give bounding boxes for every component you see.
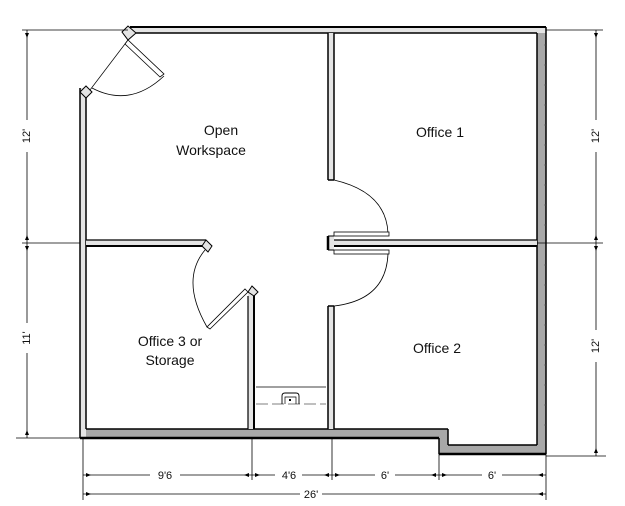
south-exterior-wall-east	[439, 445, 546, 454]
partition-office1-west-upper	[328, 33, 334, 180]
partition-workspace-office3	[86, 240, 206, 246]
entry-door	[89, 39, 165, 97]
office-2-door	[333, 249, 390, 307]
room-labels: Open Workspace Office 1 Office 2 Office …	[138, 122, 464, 368]
dim-bottom-seg-4: 6'	[488, 470, 496, 482]
dim-left-upper: 12'	[21, 129, 33, 143]
dimension-labels: 12' 11' 12' 12' 9'6 4'6 6' 6' 26'	[21, 129, 602, 501]
dim-left-lower: 11'	[21, 331, 33, 345]
dim-bottom-seg-3: 6'	[381, 470, 389, 482]
entry-jamb-upper	[121, 25, 137, 41]
dim-bottom-seg-1: 9'6	[158, 470, 172, 482]
room-label-office-3-line1: Office 3 or	[138, 333, 203, 349]
west-exterior-wall	[80, 88, 86, 438]
office-3-door	[192, 249, 249, 330]
partition-office3-east	[248, 292, 254, 429]
room-label-office-3-line2: Storage	[145, 352, 194, 368]
walls	[79, 25, 547, 456]
north-exterior-wall	[130, 27, 546, 33]
partition-center-stub	[328, 236, 334, 250]
dim-bottom-seg-2: 4'6	[282, 470, 296, 482]
dimensions	[16, 29, 606, 500]
closet-fixture	[256, 386, 326, 405]
room-label-office-1: Office 1	[416, 124, 464, 140]
doors	[89, 39, 390, 330]
south-wall-step	[439, 429, 448, 454]
room-label-office-2: Office 2	[413, 340, 461, 356]
dim-bottom-total: 26'	[304, 489, 318, 501]
east-exterior-wall	[537, 27, 546, 454]
office-1-door	[333, 179, 390, 237]
partition-office1-office2	[334, 240, 537, 246]
room-label-open-workspace-line2: Workspace	[176, 142, 246, 158]
dim-right-lower: 12'	[590, 339, 602, 353]
dim-right-upper: 12'	[590, 129, 602, 143]
south-exterior-wall-west	[80, 429, 448, 438]
room-label-open-workspace-line1: Open	[204, 122, 238, 138]
partition-office2-west-lower	[328, 306, 334, 429]
entry-jamb-lower	[79, 85, 93, 99]
